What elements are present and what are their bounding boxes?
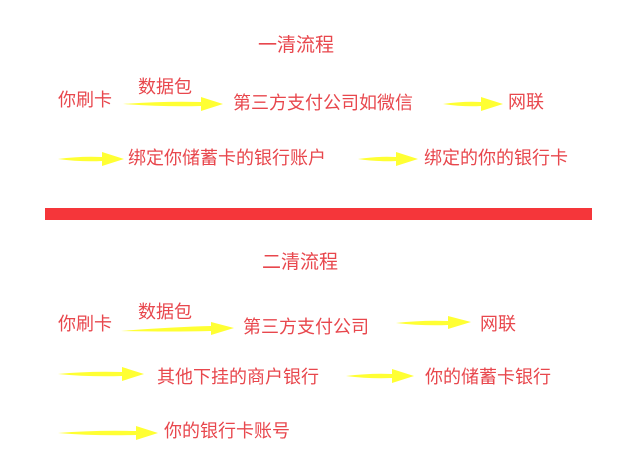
arrow-icon <box>346 369 414 383</box>
section2-title: 二清流程 <box>262 251 339 273</box>
node-swipe-card-1: 你刷卡 <box>58 90 112 111</box>
arrow-icon <box>121 322 234 336</box>
section-divider <box>45 208 592 220</box>
data-packet-label-2: 数据包 <box>138 302 192 323</box>
node-savings-bank: 你的储蓄卡银行 <box>425 367 551 388</box>
section1-title: 一清流程 <box>258 34 335 56</box>
node-third-party-payment-1: 第三方支付公司如微信 <box>233 93 413 114</box>
node-merchant-bank: 其他下挂的商户银行 <box>157 367 319 388</box>
node-netlink-1: 网联 <box>508 92 544 113</box>
arrow-icon <box>358 152 418 166</box>
arrow-icon <box>58 367 144 381</box>
arrow-icon <box>443 97 503 111</box>
node-netlink-2: 网联 <box>480 314 516 335</box>
node-bound-bank-card: 绑定的你的银行卡 <box>424 148 568 169</box>
node-bound-savings-account: 绑定你储蓄卡的银行账户 <box>128 148 326 169</box>
node-swipe-card-2: 你刷卡 <box>58 314 112 335</box>
arrow-icon <box>123 97 223 111</box>
node-third-party-payment-2: 第三方支付公司 <box>243 317 369 338</box>
arrow-icon <box>58 426 158 440</box>
arrow-icon <box>58 152 124 166</box>
node-bank-card-account: 你的银行卡账号 <box>164 421 290 442</box>
data-packet-label-1: 数据包 <box>138 77 192 98</box>
arrow-icon <box>396 316 471 330</box>
